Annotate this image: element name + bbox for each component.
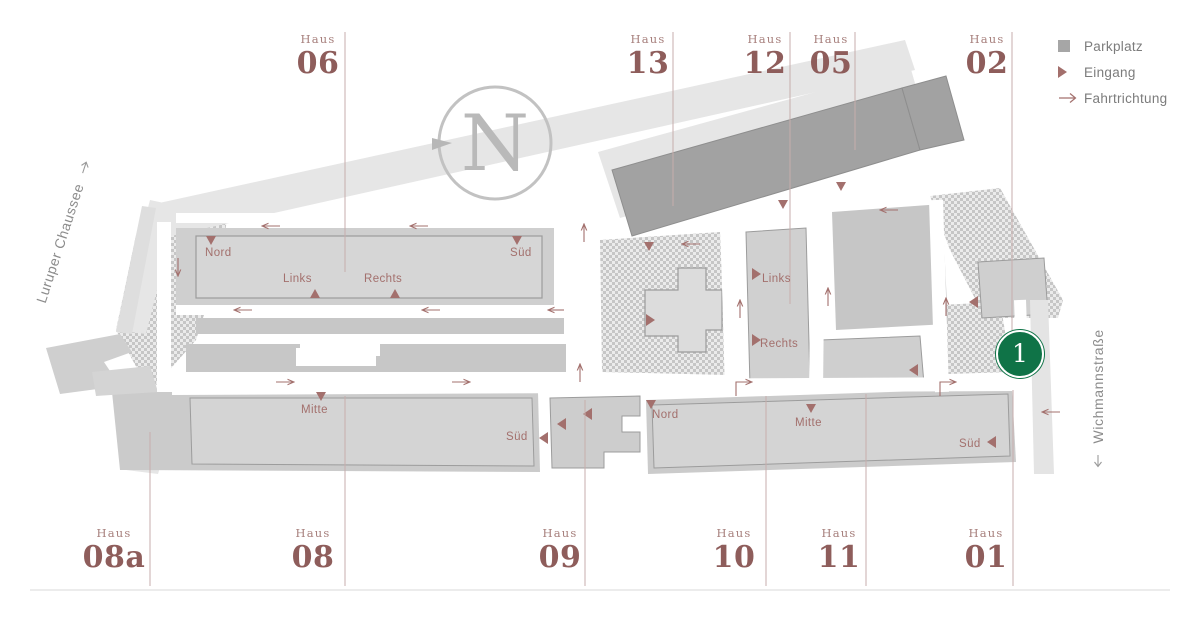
location-marker-1[interactable]: 1 — [996, 330, 1044, 378]
entrance-label-süd: Süd — [510, 247, 532, 259]
house-label-number: 01 — [964, 539, 1008, 575]
entrance-label-süd: Süd — [959, 438, 981, 450]
house-label-number: 13 — [626, 45, 670, 81]
building-haus-06 — [176, 228, 554, 306]
parking-swatch-icon — [1058, 40, 1084, 52]
house-label-word: Haus — [96, 526, 132, 540]
location-marker-number: 1 — [1012, 338, 1028, 368]
street-label-wichmannstrasse: Wichmannstraße — [1090, 329, 1106, 470]
entrance-label-mitte: Mitte — [301, 404, 328, 416]
house-label-word: Haus — [716, 526, 752, 540]
house-label-number: 09 — [538, 539, 582, 575]
legend-label-parkplatz: Parkplatz — [1084, 38, 1143, 54]
legend-item-fahrtrichtung: Fahrtrichtung — [1058, 85, 1167, 111]
legend-label-eingang: Eingang — [1084, 64, 1136, 80]
legend-item-parkplatz: Parkplatz — [1058, 33, 1167, 59]
house-label-number: 12 — [743, 45, 787, 81]
building-haus-08 — [112, 392, 540, 472]
house-label-number: 06 — [296, 45, 340, 81]
house-label-word: Haus — [968, 526, 1004, 540]
building-strip-a — [196, 318, 564, 334]
building-cross-shape — [644, 267, 723, 353]
legend-item-eingang: Eingang — [1058, 59, 1167, 85]
legend: Parkplatz Eingang Fahrtrichtung — [1058, 33, 1167, 111]
house-label-word: Haus — [813, 32, 849, 46]
building-haus-13-12-05 — [598, 66, 965, 237]
house-label-number: 05 — [809, 45, 853, 81]
house-label-word: Haus — [630, 32, 666, 46]
house-label-word: Haus — [821, 526, 857, 540]
entrance-label-links: Links — [762, 273, 791, 285]
house-label-number: 02 — [965, 45, 1009, 81]
house-label-word: Haus — [747, 32, 783, 46]
entrance-label-rechts: Rechts — [364, 273, 403, 285]
entrance-label-nord: Nord — [205, 247, 232, 259]
house-label-word: Haus — [542, 526, 578, 540]
entrance-label-süd: Süd — [506, 431, 528, 443]
compass-n-letter: N — [461, 99, 529, 189]
house-label-number: 08 — [291, 539, 335, 575]
house-label-word: Haus — [295, 526, 331, 540]
entrance-markers — [206, 182, 996, 448]
building-strip-b — [186, 344, 566, 372]
service-roads — [157, 199, 1032, 471]
street-direction-arrow-icon — [1094, 455, 1102, 468]
street-direction-arrow-icon — [81, 161, 89, 174]
entrance-label-nord: Nord — [652, 409, 679, 421]
entrance-triangle-icon — [1058, 66, 1084, 78]
building-haus-10-11-01 — [646, 388, 1016, 474]
house-label-word: Haus — [969, 32, 1005, 46]
direction-arrows — [178, 210, 1060, 412]
house-label-number: 10 — [712, 539, 756, 575]
street-name-text: Wichmannstraße — [1090, 329, 1106, 444]
building-right-mid — [819, 204, 1049, 389]
house-label-number: 11 — [817, 539, 861, 575]
legend-label-fahrtrichtung: Fahrtrichtung — [1084, 90, 1168, 106]
turn-arrows — [735, 382, 956, 396]
building-haus-09 — [549, 395, 641, 469]
building-narrow-mid — [745, 227, 811, 387]
entrance-label-rechts: Rechts — [760, 338, 799, 350]
entrance-label-links: Links — [283, 273, 312, 285]
road-corner-topleft — [116, 206, 156, 334]
house-leader-lines — [149, 32, 1014, 586]
house-label-word: Haus — [300, 32, 336, 46]
street-label-luruper-chaussee: Luruper Chaussee — [33, 156, 95, 305]
direction-arrow-icon — [1058, 92, 1084, 104]
building-wedges-left — [46, 334, 158, 396]
entrance-label-mitte: Mitte — [795, 417, 822, 429]
house-label-number: 08a — [82, 539, 146, 575]
compass-rose: N — [432, 85, 553, 201]
